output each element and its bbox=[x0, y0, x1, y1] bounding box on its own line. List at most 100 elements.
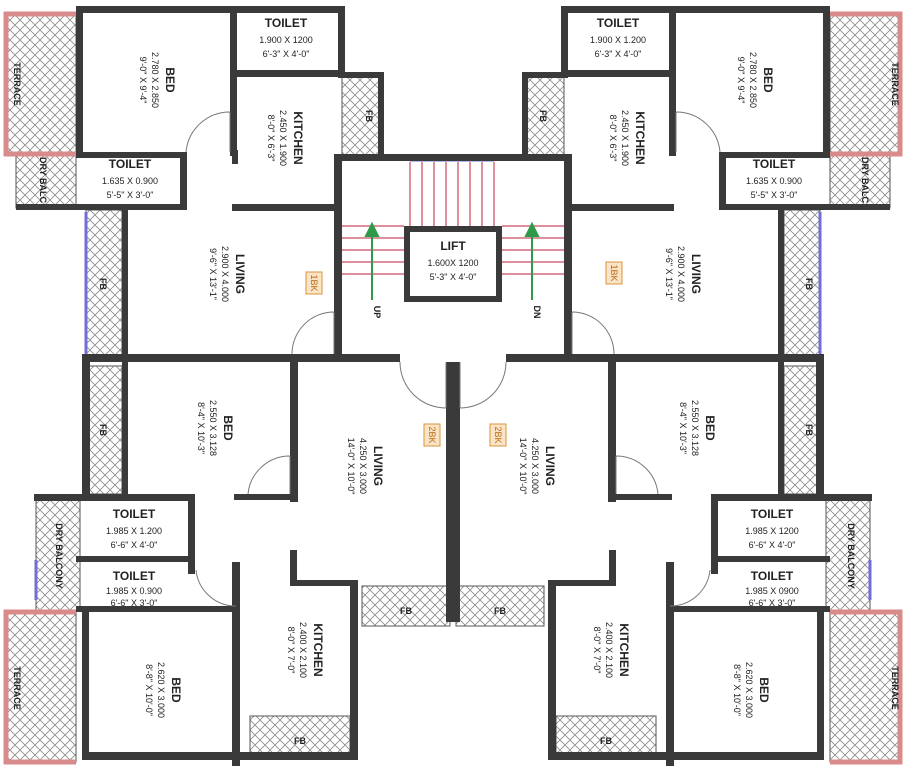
svg-text:6'-3" X 4'-0": 6'-3" X 4'-0" bbox=[263, 49, 310, 59]
fb-label: FB bbox=[400, 606, 412, 616]
svg-text:2.550 X 3.128: 2.550 X 3.128 bbox=[208, 400, 218, 456]
svg-text:1.635 X 0.900: 1.635 X 0.900 bbox=[746, 176, 802, 186]
fb-right-lower bbox=[783, 365, 821, 495]
room-br-kitchen: KITCHEN 2.400 X 2.100 8'-0" X 7'-0" bbox=[592, 622, 631, 678]
room-br-bed: BED 2.620 X 3.000 8'-8" X 10'-0" bbox=[732, 662, 771, 718]
svg-text:2.900 X 4.000: 2.900 X 4.000 bbox=[676, 246, 686, 302]
room-tl-bed: BED 2.780 X 2.850 9'-0" X 9'-4" bbox=[138, 52, 177, 108]
svg-text:8'-0" X 7'-0": 8'-0" X 7'-0" bbox=[286, 627, 296, 674]
svg-text:8'-8" X 10'-0": 8'-8" X 10'-0" bbox=[732, 664, 742, 716]
room-tr-living: LIVING 2.900 X 4.000 9'-6" X 13'-1" bbox=[664, 246, 703, 302]
svg-text:LIVING: LIVING bbox=[233, 254, 247, 294]
svg-text:4.250 X 3.000: 4.250 X 3.000 bbox=[358, 438, 368, 494]
room-ml-bed: BED 2.550 X 3.128 8'-4" X 10'-3" bbox=[196, 400, 235, 456]
svg-text:2.620 X 3.000: 2.620 X 3.000 bbox=[744, 662, 754, 718]
svg-text:BED: BED bbox=[757, 677, 771, 703]
dry-balc-label-tl: DRY BALC bbox=[38, 157, 48, 204]
fb-label: FB bbox=[538, 110, 548, 122]
fb-bottom-left bbox=[249, 715, 351, 757]
room-tl-living: LIVING 2.900 X 4.000 9'-6" X 13'-1" bbox=[208, 246, 247, 302]
room-lift: LIFT 1.600X 1200 5'-3" X 4'-0" bbox=[427, 239, 478, 282]
svg-text:1.985 X 0.900: 1.985 X 0.900 bbox=[106, 586, 162, 596]
svg-text:9'-0" X 9'-4": 9'-0" X 9'-4" bbox=[138, 57, 148, 104]
svg-text:TOILET: TOILET bbox=[751, 507, 794, 521]
fb-label: FB bbox=[294, 736, 306, 746]
flat-tag-ml: 2BK bbox=[423, 423, 441, 447]
room-tl-toilet-top: TOILET 1.900 X 1200 6'-3" X 4'-0" bbox=[259, 16, 313, 59]
svg-text:4.250 X 3.000: 4.250 X 3.000 bbox=[530, 438, 540, 494]
terrace-label-tl: TERRACE bbox=[12, 62, 22, 106]
fb-label: FB bbox=[804, 424, 814, 436]
terrace-top-right bbox=[829, 11, 903, 157]
svg-text:2.400 X 2.100: 2.400 X 2.100 bbox=[298, 622, 308, 678]
fb-label: FB bbox=[494, 606, 506, 616]
flat-tag-mr: 2BK bbox=[489, 423, 507, 447]
svg-text:LIVING: LIVING bbox=[543, 446, 557, 486]
svg-text:2BK: 2BK bbox=[493, 426, 503, 443]
svg-text:1.900 X 1.200: 1.900 X 1.200 bbox=[590, 35, 646, 45]
svg-text:2BK: 2BK bbox=[427, 426, 437, 443]
room-tl-kitchen: KITCHEN 2.450 X 1.900 8'-0" X 6'-3" bbox=[266, 110, 305, 166]
terrace-top-left bbox=[3, 11, 77, 157]
svg-text:LIVING: LIVING bbox=[689, 254, 703, 294]
room-br-toilet2: TOILET 1.985 X 0900 6'-6" X 3'-0" bbox=[745, 569, 799, 608]
room-br-toilet1: TOILET 1.985 X 1200 6'-6" X 4'-0" bbox=[745, 507, 799, 550]
svg-text:1BK: 1BK bbox=[609, 264, 619, 281]
svg-text:TOILET: TOILET bbox=[751, 569, 794, 583]
svg-text:8'-0" X 6'-3": 8'-0" X 6'-3" bbox=[266, 115, 276, 162]
room-bl-kitchen: KITCHEN 2.400 X 2.100 8'-0" X 7'-0" bbox=[286, 622, 325, 678]
svg-text:TOILET: TOILET bbox=[109, 157, 152, 171]
svg-text:8'-0" X 6'-3": 8'-0" X 6'-3" bbox=[608, 115, 618, 162]
svg-text:2.780 X 2.850: 2.780 X 2.850 bbox=[150, 52, 160, 108]
dry-balcony-label-l: DRY BALCONY bbox=[54, 523, 64, 589]
dry-balc-top-right bbox=[829, 155, 891, 209]
svg-text:1BK: 1BK bbox=[309, 274, 319, 291]
fb-right-upper bbox=[783, 209, 821, 357]
svg-text:2.900 X 4.000: 2.900 X 4.000 bbox=[220, 246, 230, 302]
hatched-areas bbox=[3, 11, 903, 763]
svg-text:BED: BED bbox=[221, 415, 235, 441]
terrace-label-br: TERRACE bbox=[890, 666, 900, 710]
flat-tag-tr: 1BK bbox=[605, 261, 623, 285]
room-tl-toilet2: TOILET 1.635 X 0.900 5'-5" X 3'-0" bbox=[102, 157, 158, 200]
doors bbox=[185, 111, 721, 607]
svg-text:6'-6" X 4'-0": 6'-6" X 4'-0" bbox=[749, 540, 796, 550]
svg-text:9'-0" X 9'-4": 9'-0" X 9'-4" bbox=[736, 57, 746, 104]
dry-balcony-right bbox=[825, 499, 871, 611]
svg-text:5'-5" X 3'-0": 5'-5" X 3'-0" bbox=[751, 190, 798, 200]
svg-text:6'-3" X 4'-0": 6'-3" X 4'-0" bbox=[595, 49, 642, 59]
svg-text:1.985 X 0900: 1.985 X 0900 bbox=[745, 586, 799, 596]
terrace-edges bbox=[3, 11, 903, 765]
svg-text:2.400 X 2.100: 2.400 X 2.100 bbox=[604, 622, 614, 678]
room-ml-living: LIVING 4.250 X 3.000 14'-0" X 10'-0" bbox=[346, 438, 385, 495]
svg-text:2.450 X 1.900: 2.450 X 1.900 bbox=[278, 110, 288, 166]
svg-text:TOILET: TOILET bbox=[113, 507, 156, 521]
room-tr-toilet2: TOILET 1.635 X 0.900 5'-5" X 3'-0" bbox=[746, 157, 802, 200]
fb-label: FB bbox=[804, 278, 814, 290]
room-bl-bed: BED 2.620 X 3.000 8'-8" X 10'-0" bbox=[144, 662, 183, 718]
room-mr-living: LIVING 4.250 X 3.000 14'-0" X 10'-0" bbox=[518, 438, 557, 495]
up-label: UP bbox=[372, 306, 382, 319]
svg-text:1.985 X 1200: 1.985 X 1200 bbox=[745, 526, 799, 536]
svg-text:BED: BED bbox=[703, 415, 717, 441]
svg-text:6'-6" X 4'-0": 6'-6" X 4'-0" bbox=[111, 540, 158, 550]
walls bbox=[16, 6, 890, 766]
fb-label: FB bbox=[98, 424, 108, 436]
svg-text:BED: BED bbox=[163, 67, 177, 93]
room-tr-bed: BED 2.780 X 2.850 9'-0" X 9'-4" bbox=[736, 52, 775, 108]
fb-label: FB bbox=[98, 278, 108, 290]
svg-text:LIVING: LIVING bbox=[371, 446, 385, 486]
dry-balcony-label-r: DRY BALCONY bbox=[846, 523, 856, 589]
terrace-label-bl: TERRACE bbox=[12, 666, 22, 710]
room-tr-kitchen: KITCHEN 2.450 X 1.900 8'-0" X 6'-3" bbox=[608, 110, 647, 166]
svg-text:1.985 X 1.200: 1.985 X 1.200 bbox=[106, 526, 162, 536]
svg-text:2.620 X 3.000: 2.620 X 3.000 bbox=[156, 662, 166, 718]
svg-text:8'-4" X 10'-3": 8'-4" X 10'-3" bbox=[678, 402, 688, 454]
svg-text:5'-3" X 4'-0": 5'-3" X 4'-0" bbox=[430, 272, 477, 282]
svg-text:6'-6" X 3'-0": 6'-6" X 3'-0" bbox=[749, 598, 796, 608]
fb-label: FB bbox=[364, 110, 374, 122]
dn-label: DN bbox=[532, 306, 542, 319]
svg-text:KITCHEN: KITCHEN bbox=[291, 111, 305, 164]
svg-text:TOILET: TOILET bbox=[265, 16, 308, 30]
svg-text:8'-8" X 10'-0": 8'-8" X 10'-0" bbox=[144, 664, 154, 716]
